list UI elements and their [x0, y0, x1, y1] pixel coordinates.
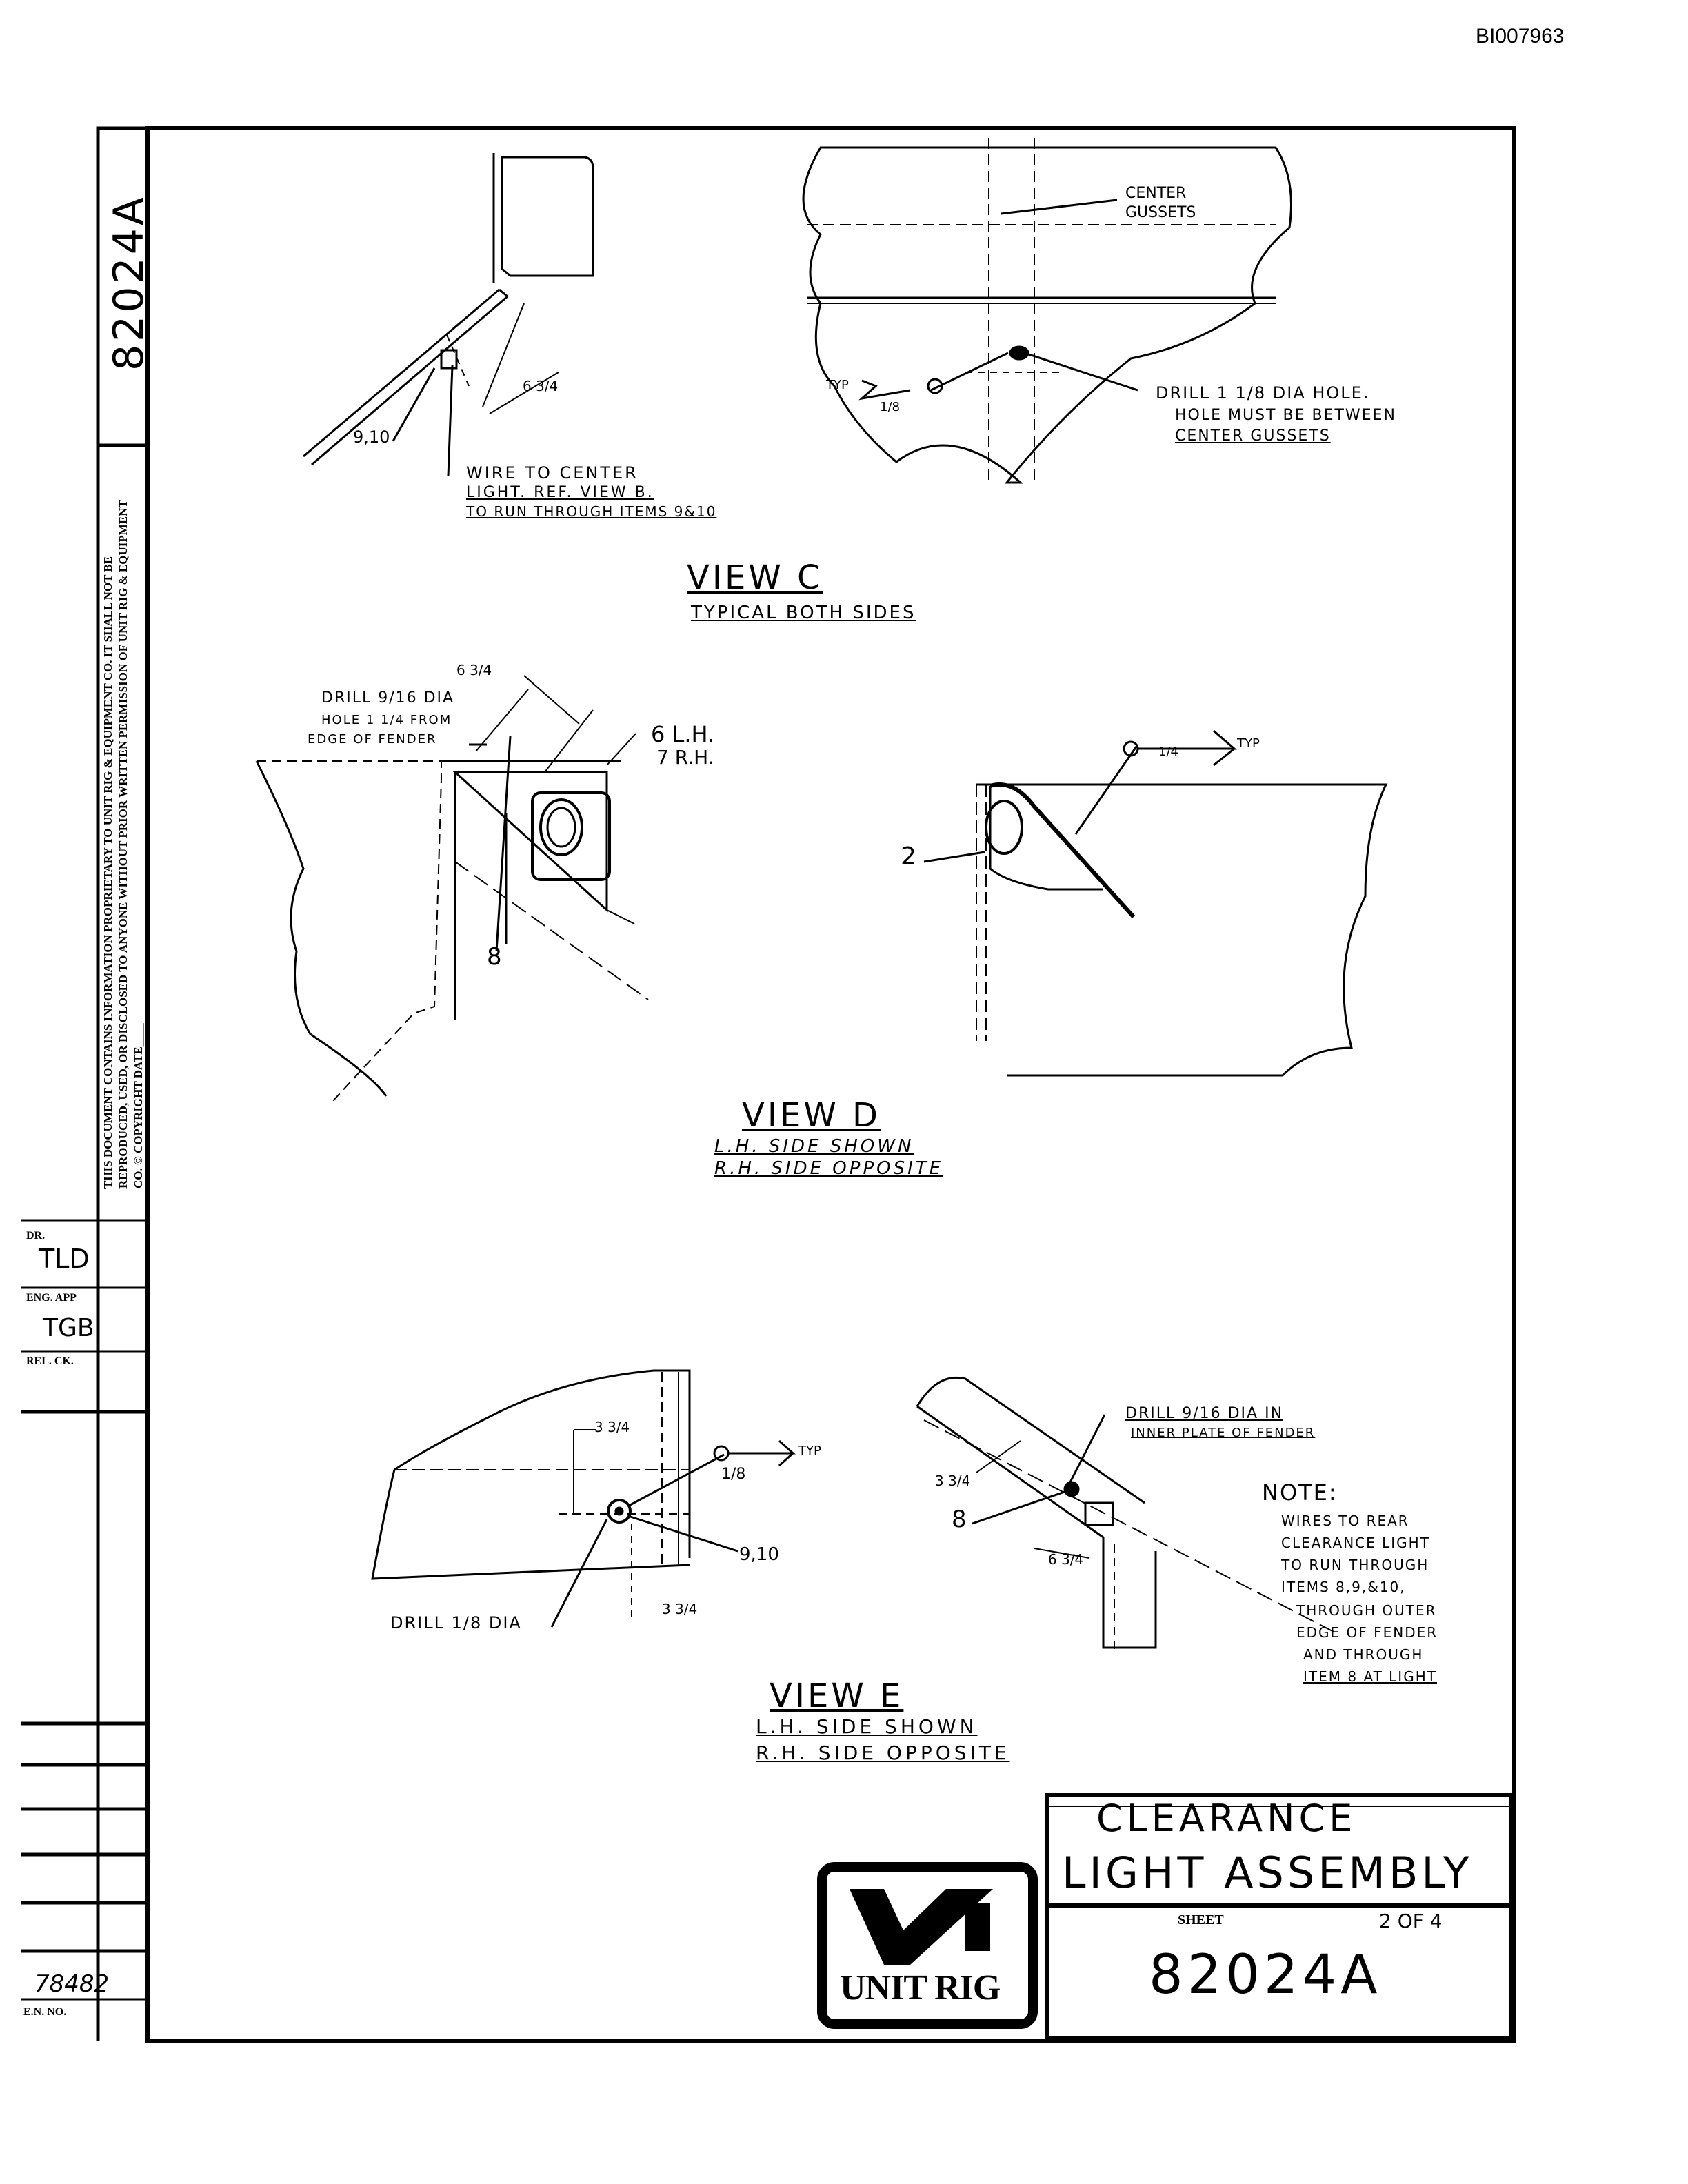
eng-app-value: TGB — [43, 1314, 94, 1342]
view-d-sub-2: R.H. SIDE OPPOSITE — [714, 1158, 944, 1179]
view-d-weld-typ: TYP — [1237, 736, 1260, 751]
view-e-note-line: CLEARANCE LIGHT — [1281, 1535, 1430, 1551]
view-e-sub-2: R.H. SIDE OPPOSITE — [756, 1741, 1010, 1764]
view-d-item-6-1: 6 L.H. — [651, 721, 715, 747]
proprietary-notice: THIS DOCUMENT CONTAINS INFORMATION PROPR… — [101, 500, 145, 1189]
view-e-drill-right-1: DRILL 9/16 DIA IN — [1125, 1405, 1284, 1422]
view-c-weld-typ: TYP — [826, 378, 849, 392]
side-drawing-number: 82024A — [105, 194, 153, 371]
view-c-gussets-1: CENTER — [1125, 185, 1187, 202]
title-line-2: LIGHT ASSEMBLY — [1062, 1848, 1473, 1898]
company-logo-text: UNIT RIG — [840, 1968, 1001, 2008]
view-c-gussets-2: GUSSETS — [1125, 204, 1196, 221]
view-c-wire-note-2: LIGHT. REF. VIEW B. — [466, 484, 654, 501]
view-d-weld-size: 1/4 — [1158, 745, 1178, 759]
drawing-border — [145, 126, 1516, 2043]
drawing-number: 82024A — [1149, 1944, 1382, 2006]
view-e-drill-right-2: INNER PLATE OF FENDER — [1131, 1426, 1316, 1440]
view-e-dim-a: 3 3/4 — [594, 1419, 630, 1435]
view-e-weld-typ: TYP — [798, 1444, 821, 1458]
view-c-title: VIEW C — [687, 558, 823, 597]
view-d-drill-2: HOLE 1 1/4 FROM — [321, 713, 452, 727]
rel-ck-label: REL. CK. — [26, 1355, 74, 1367]
view-e-note-line: ITEM 8 AT LIGHT — [1303, 1668, 1437, 1685]
page-id: BI007963 — [1476, 25, 1565, 48]
view-e-dim-b: 3 3/4 — [662, 1601, 698, 1617]
dr-label: DR. — [26, 1230, 46, 1242]
view-d-item-8: 8 — [487, 943, 502, 971]
view-c-wire-note-3: TO RUN THROUGH ITEMS 9&10 — [466, 503, 717, 520]
view-c-wire-note-1: WIRE TO CENTER — [466, 463, 639, 483]
view-d-title: VIEW D — [742, 1096, 881, 1135]
view-c-dim-6: 6 3/4 — [523, 378, 559, 394]
title-line-1: CLEARANCE — [1096, 1797, 1357, 1840]
view-e-items: 9,10 — [739, 1544, 779, 1565]
view-d-drill-1: DRILL 9/16 DIA — [321, 689, 455, 707]
view-d-item-6-2: 7 R.H. — [656, 746, 714, 769]
view-e-dim-c: 3 3/4 — [935, 1473, 971, 1489]
en-number-label: E.N. NO. — [23, 2006, 67, 2018]
view-e-note-line: AND THROUGH — [1303, 1646, 1424, 1663]
view-d-sub-1: L.H. SIDE SHOWN — [714, 1136, 914, 1157]
sheet-label: SHEET — [1178, 1912, 1224, 1928]
view-e-item-8: 8 — [952, 1506, 967, 1533]
view-c-drill-3: CENTER GUSSETS — [1175, 427, 1331, 445]
en-number-value: 78482 — [34, 1970, 110, 1998]
view-e-sub-1: L.H. SIDE SHOWN — [756, 1715, 978, 1738]
view-c-drill-2: HOLE MUST BE BETWEEN — [1175, 407, 1396, 424]
view-d-dim-top: 6 3/4 — [456, 662, 492, 678]
view-e-drill-left: DRILL 1/8 DIA — [390, 1613, 522, 1632]
view-c-weld-size: 1/8 — [880, 400, 900, 414]
view-e-dim-d: 6 3/4 — [1048, 1551, 1084, 1568]
eng-app-label: ENG. APP — [26, 1292, 77, 1304]
view-c-drill-1: DRILL 1 1/8 DIA HOLE. — [1156, 383, 1370, 403]
view-e-note-line: ITEMS 8,9,&10, — [1281, 1579, 1406, 1595]
view-e-note-title: NOTE: — [1262, 1479, 1338, 1506]
view-e-note-line: WIRES TO REAR — [1281, 1513, 1409, 1529]
sheet-value: 2 OF 4 — [1379, 1910, 1443, 1932]
view-c-subtitle: TYPICAL BOTH SIDES — [691, 603, 916, 623]
view-d-drill-3: EDGE OF FENDER — [308, 732, 437, 747]
view-e-note-line: TO RUN THROUGH — [1281, 1557, 1429, 1573]
view-e-note-line: THROUGH OUTER — [1296, 1602, 1437, 1619]
dr-value: TLD — [39, 1244, 90, 1274]
view-d-item-2: 2 — [901, 842, 916, 871]
view-e-note-line: EDGE OF FENDER — [1296, 1624, 1438, 1641]
logo-box — [817, 1862, 1038, 2029]
view-c-callout-items: 9,10 — [353, 427, 390, 447]
view-e-title: VIEW E — [770, 1677, 904, 1715]
view-e-weld-size: 1/8 — [721, 1466, 746, 1483]
